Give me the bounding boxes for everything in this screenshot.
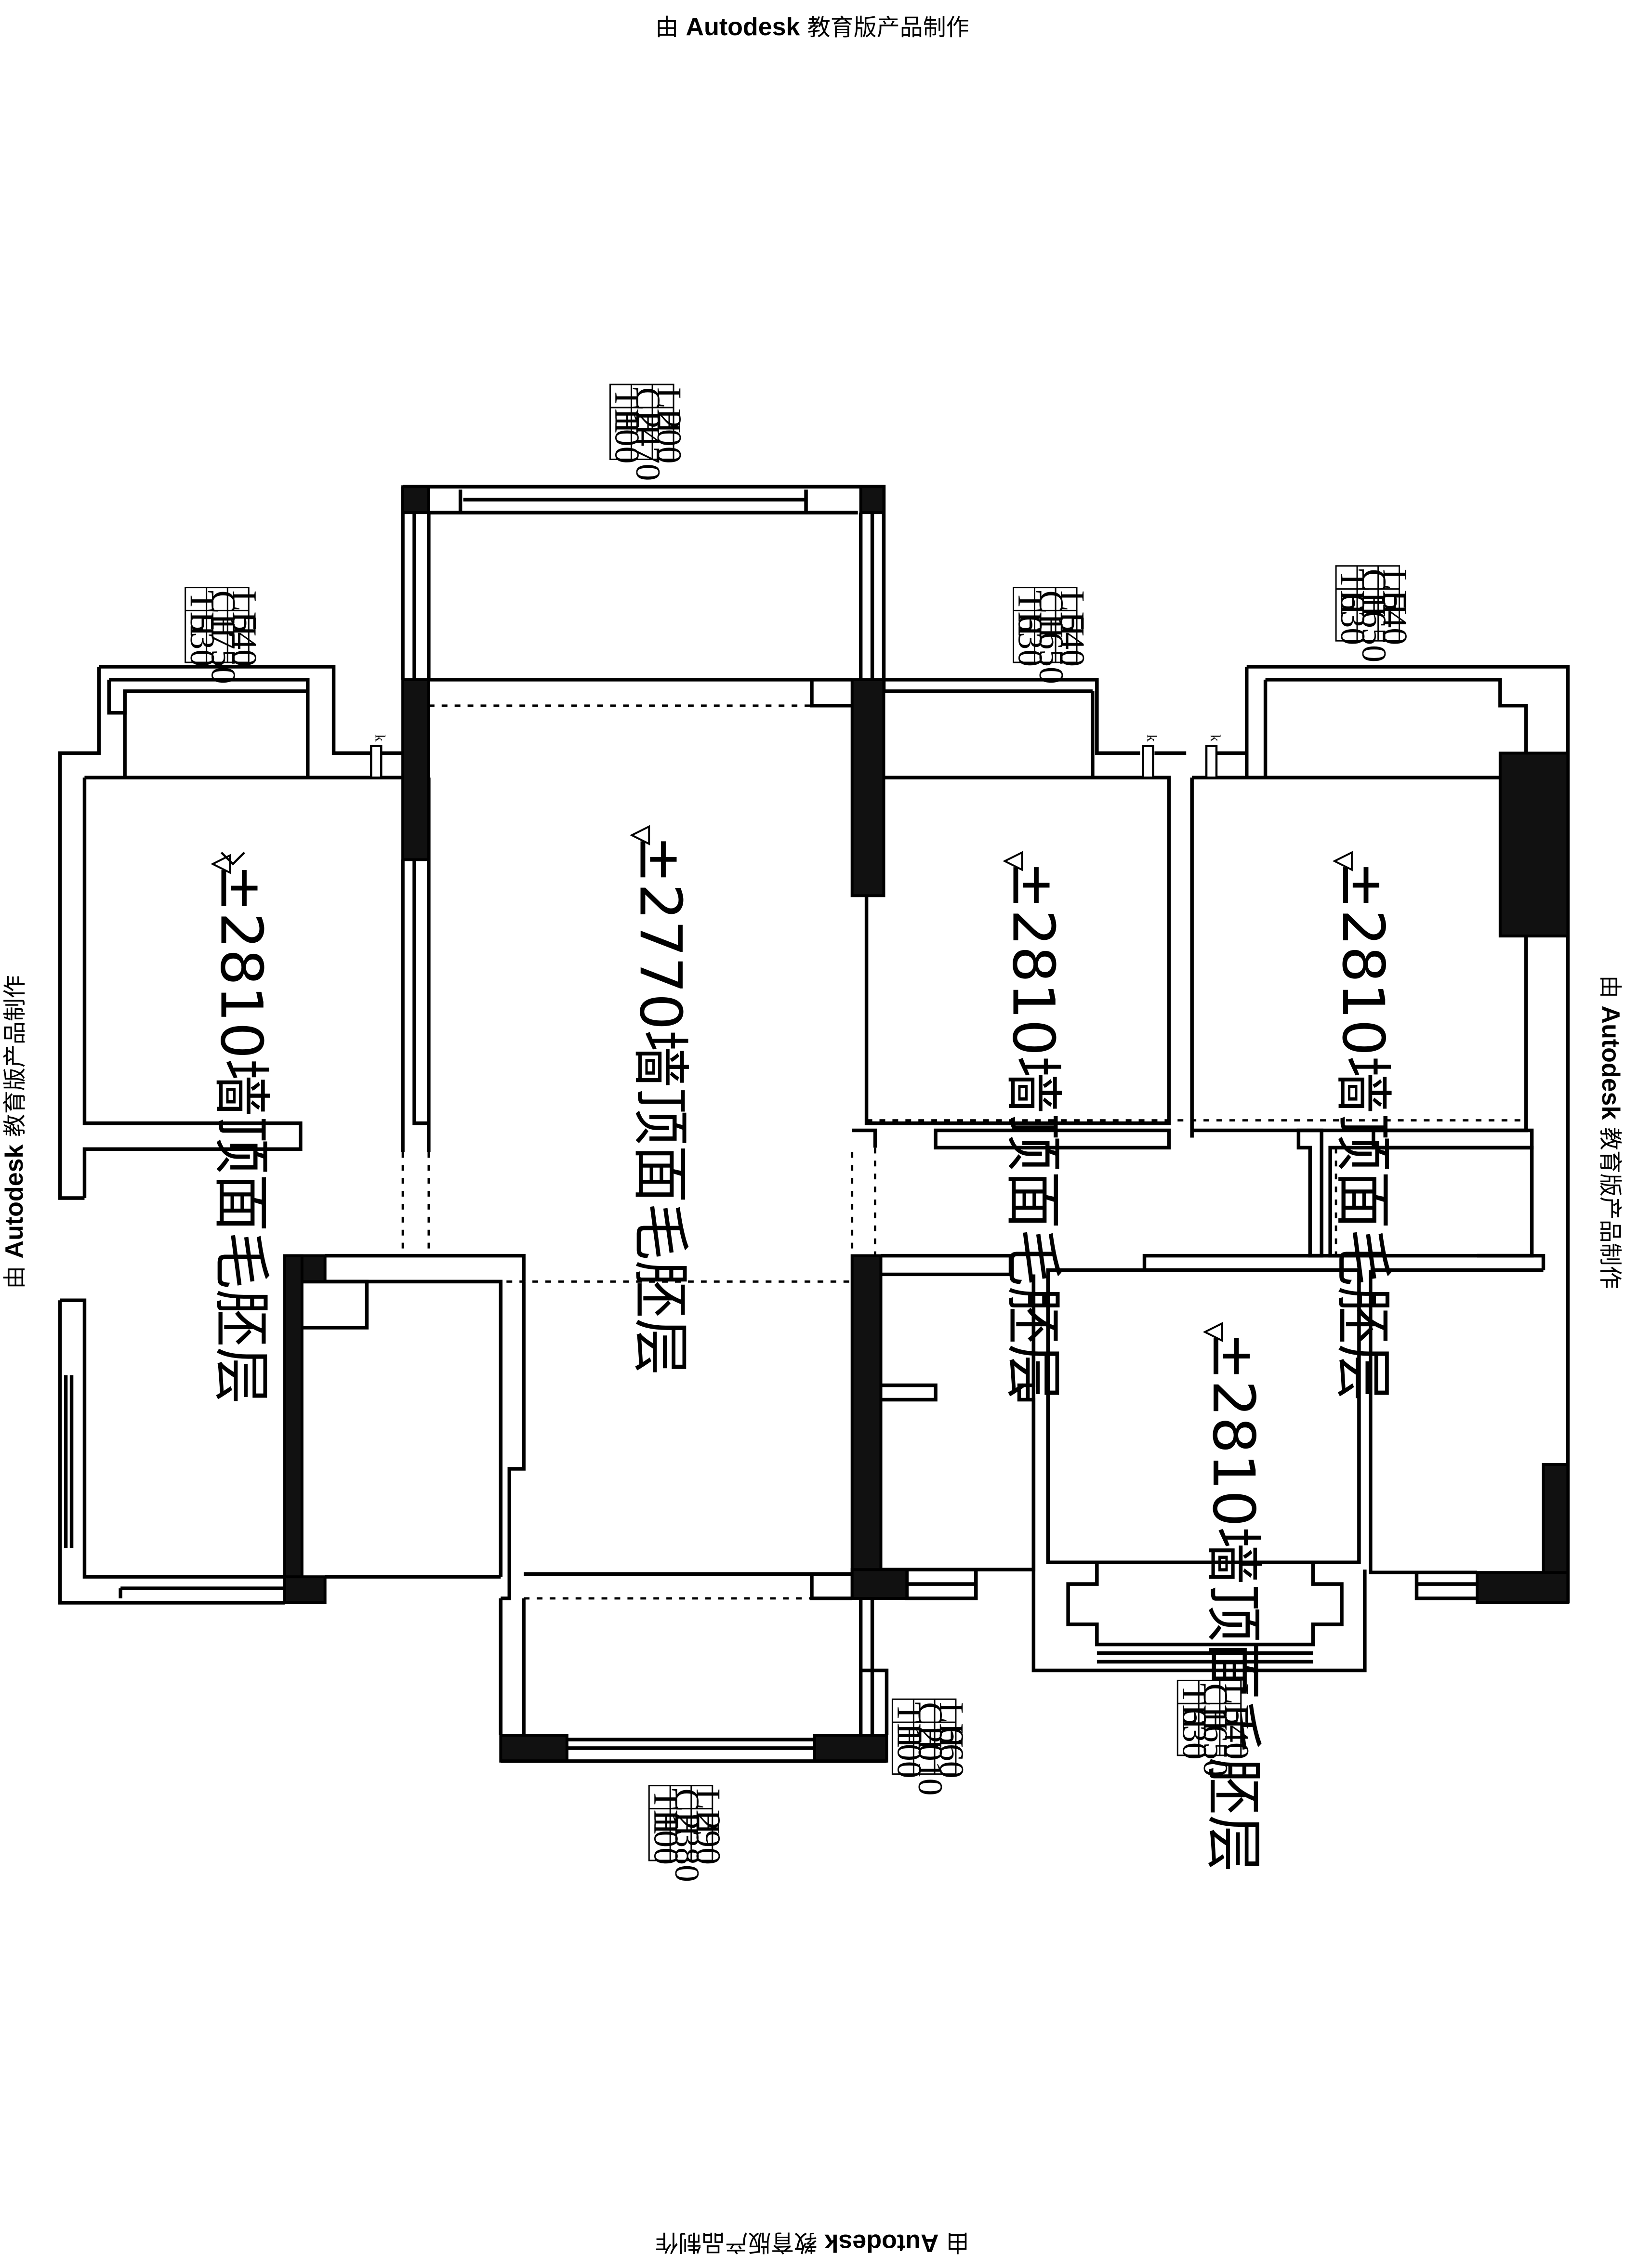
tag-value: 540: [1376, 593, 1414, 646]
window-tag: LH 540 CH 1650 TH 630: [1011, 587, 1092, 684]
window-tag: LH 290 CH 2380 TH 100: [647, 1785, 727, 1882]
window-tag: LH 540 CH 1650 TH 630: [1175, 1679, 1256, 1777]
dotted-lines: [325, 678, 1526, 1600]
tag-key: CH: [1355, 569, 1393, 617]
room-label-text: ±2770墙顶面毛胚层: [626, 835, 693, 1376]
socket-mark: k: [372, 734, 388, 741]
tag-value: 540: [1217, 1708, 1256, 1760]
tag-value: 100: [890, 1727, 928, 1779]
tag-key: CH: [1196, 1683, 1235, 1731]
room-label-text: ±2810墙顶面毛胚层: [1200, 1332, 1267, 1872]
tag-value: 1750: [204, 615, 242, 684]
room-label-text: ±2810墙顶面毛胚层: [999, 861, 1066, 1402]
window-tags: LH 200 CH 2470 TH 100 LH 540 CH 1750 TH …: [183, 383, 1414, 1882]
socket-mark: k: [1207, 734, 1223, 741]
tag-value: 630: [1334, 593, 1372, 646]
tag-value: 630: [1175, 1708, 1214, 1760]
watermark-top: 由 Autodesk 教育版产品制作: [655, 14, 969, 40]
tag-key: CH: [629, 387, 667, 435]
tag-value: 1650: [1196, 1708, 1235, 1777]
tag-value: 540: [1053, 615, 1092, 667]
tag-key: TH: [1011, 591, 1050, 637]
socket-marker: k: [370, 734, 388, 779]
room-labels: ±2810墙顶面毛胚层 ±2770墙顶面毛胚层 ±2810墙顶面毛胚层 ±281…: [207, 835, 1396, 1872]
watermark-brand: Autodesk: [686, 13, 800, 41]
watermark-suffix: 教育版产品制作: [807, 14, 969, 41]
structural-columns: [283, 485, 1570, 1763]
tag-key: CH: [1032, 591, 1070, 639]
tag-key: LH: [225, 591, 264, 637]
tag-value: 290: [689, 1813, 727, 1865]
window-tag: LH 660 CH 2010 TH 100: [890, 1698, 971, 1796]
socket-marker: k: [1205, 734, 1223, 779]
tag-key: LH: [1217, 1683, 1256, 1729]
tag-key: CH: [668, 1789, 706, 1837]
room-label: ±2810墙顶面毛胚层: [1200, 1332, 1267, 1872]
tag-key: LH: [689, 1789, 727, 1835]
tag-key: LH: [1053, 591, 1092, 637]
tag-key: CH: [204, 591, 242, 639]
tag-key: TH: [647, 1789, 685, 1835]
tag-key: LH: [650, 387, 688, 434]
room-label: ±2770墙顶面毛胚层: [626, 835, 693, 1376]
socket-marker: k: [1142, 734, 1160, 779]
socket-markers: k k k: [370, 734, 1223, 779]
level-markers: [211, 825, 1353, 1343]
tag-key: TH: [183, 591, 222, 637]
room-label: ±2810墙顶面毛胚层: [999, 861, 1066, 1402]
tag-key: TH: [890, 1702, 928, 1748]
tag-value: 530: [183, 615, 222, 667]
tag-key: LH: [932, 1702, 971, 1748]
room-label-text: ±2810墙顶面毛胚层: [207, 864, 274, 1405]
tag-value: 100: [608, 412, 647, 464]
window-tag: LH 200 CH 2470 TH 100: [608, 383, 688, 481]
tag-value: 100: [647, 1813, 685, 1865]
tag-key: TH: [608, 387, 647, 434]
room-label-text: ±2810墙顶面毛胚层: [1329, 861, 1396, 1402]
watermark-prefix: 由: [655, 14, 679, 41]
tag-value: 630: [1011, 615, 1050, 667]
room-label: ±2810墙顶面毛胚层: [1329, 861, 1396, 1402]
tag-value: 200: [650, 412, 688, 464]
tag-value: 660: [932, 1727, 971, 1779]
tag-key: CH: [911, 1702, 950, 1750]
room-label: ±2810墙顶面毛胚层: [207, 852, 274, 1405]
tag-value: 2380: [668, 1813, 706, 1882]
tag-key: LH: [1376, 569, 1414, 615]
socket-mark: k: [1144, 734, 1160, 741]
tag-value: 1650: [1355, 593, 1393, 662]
window-tag: LH 540 CH 1750 TH 530: [183, 587, 264, 684]
tag-value: 1650: [1032, 615, 1070, 684]
tag-key: TH: [1334, 569, 1372, 615]
tag-value: 2470: [629, 412, 667, 481]
tag-value: 540: [225, 615, 264, 667]
window-tag: LH 540 CH 1650 TH 630: [1334, 565, 1414, 662]
tag-value: 2010: [911, 1727, 950, 1795]
tag-key: TH: [1175, 1683, 1214, 1729]
